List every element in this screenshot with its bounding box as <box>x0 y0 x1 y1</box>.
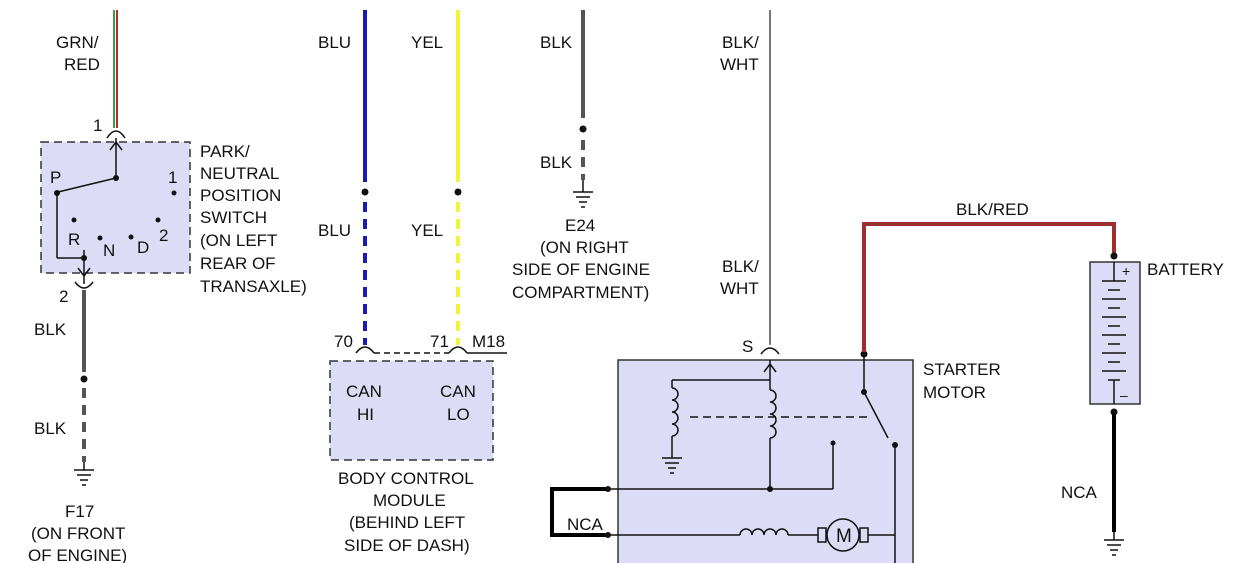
wire-nca-starter[interactable] <box>550 487 606 537</box>
battery-nca-label: NCA <box>1061 483 1098 502</box>
wire-label-yel-1: YEL <box>411 33 443 52</box>
pnp-switch-group: GRN/ RED 1 P 1 R N D 2 PARK/ NEUTRAL POS… <box>28 10 307 563</box>
bcm-pin-70: 70 <box>334 332 353 351</box>
starter-nca-label: NCA <box>567 515 604 534</box>
wire-label-yel-2: YEL <box>411 221 443 240</box>
wire-label-blu-2: BLU <box>318 221 351 240</box>
pnp-position-d: D <box>137 238 149 257</box>
bcm-group: BLU BLU YEL YEL 70 71 M18 CAN HI CAN LO … <box>318 10 507 555</box>
battery-label: BATTERY <box>1147 260 1224 279</box>
connector-pnp-bottom <box>74 281 94 289</box>
pnp-position-2: 2 <box>159 226 168 245</box>
battery-cells-icon <box>1102 262 1126 404</box>
pnp-position-1: 1 <box>168 168 177 187</box>
bcm-pin-71: 71 <box>430 332 449 351</box>
bcm-can-hi-1: CAN <box>346 382 382 401</box>
pnp-pin-2: 2 <box>59 287 68 306</box>
ground-e24-label-1: E24 <box>565 216 595 235</box>
ground-f17-label-1: F17 <box>65 502 94 521</box>
starter-pull-coil <box>769 389 777 439</box>
starter-group: BLK/ WHT BLK/ WHT S NCA <box>550 10 1001 563</box>
starter-label-1: STARTER <box>923 360 1001 379</box>
bcm-label-1: BODY CONTROL <box>338 469 474 488</box>
connector-bcm-70 <box>355 346 375 354</box>
starter-label-2: MOTOR <box>923 383 986 402</box>
pnp-position-r: R <box>68 230 80 249</box>
bcm-can-hi-2: HI <box>357 405 374 424</box>
battery-group: BLK/RED + – BATTERY NCA <box>860 200 1224 556</box>
battery-minus: – <box>1120 387 1128 403</box>
wire-label-blk-wht-1: BLK/ <box>722 33 759 52</box>
wire-label-blk-wht-3: BLK/ <box>722 257 759 276</box>
pnp-label-5: (ON LEFT <box>200 231 277 250</box>
ground-symbol-e24 <box>573 180 593 208</box>
wire-label-blk-wht-2: WHT <box>720 55 759 74</box>
battery-plus: + <box>1122 263 1130 279</box>
starter-pin-s: S <box>742 337 753 356</box>
starter-hold-coil <box>671 387 679 437</box>
wire-blk-red[interactable] <box>862 222 1116 352</box>
ground-e24-label-3: SIDE OF ENGINE <box>512 260 650 279</box>
pnp-label-2: NEUTRAL <box>200 164 279 183</box>
starter-field-coil <box>739 528 789 536</box>
pnp-pin-1: 1 <box>93 116 102 135</box>
ground-f17-label-3: OF ENGINE) <box>28 546 127 563</box>
starter-motor-symbol <box>826 518 860 552</box>
pnp-label-4: SWITCH <box>200 208 267 227</box>
connector-starter-s <box>760 347 780 355</box>
starter-motor-m: M <box>836 526 852 547</box>
bcm-can-lo-1: CAN <box>440 382 476 401</box>
wire-label-grn-red-1: GRN/ <box>56 33 99 52</box>
bcm-label-3: (BEHIND LEFT <box>349 513 465 532</box>
ground-e24-group: BLK BLK E24 (ON RIGHT SIDE OF ENGINE COM… <box>512 10 650 302</box>
ground-e24-label-4: COMPARTMENT) <box>512 283 649 302</box>
wire-label-blk-1: BLK <box>34 320 67 339</box>
connector-bcm-71 <box>448 346 468 354</box>
wire-label-blk-red: BLK/RED <box>956 200 1029 219</box>
pnp-label-7: TRANSAXLE) <box>200 277 307 296</box>
starter-contact-switch <box>863 391 889 439</box>
wire-label-blk-wht-4: WHT <box>720 279 759 298</box>
pnp-position-p: P <box>50 168 61 187</box>
pnp-label-3: POSITION <box>200 186 281 205</box>
ground-symbol-battery <box>1104 532 1124 556</box>
wire-label-grn-red-2: RED <box>64 55 100 74</box>
pnp-position-n: N <box>103 241 115 260</box>
battery-box <box>1089 261 1141 405</box>
ground-e24-label-2: (ON RIGHT <box>540 238 629 257</box>
bcm-connector-id: M18 <box>472 332 505 351</box>
bcm-can-lo-2: LO <box>447 405 470 424</box>
bcm-label-4: SIDE OF DASH) <box>344 536 470 555</box>
wire-label-blu-1: BLU <box>318 33 351 52</box>
pnp-label-1: PARK/ <box>200 142 250 161</box>
connector-pnp-top <box>106 130 126 139</box>
bcm-label-2: MODULE <box>373 491 446 510</box>
wire-label-blk-2: BLK <box>34 419 67 438</box>
pnp-label-6: REAR OF <box>200 254 276 273</box>
bcm-box <box>329 360 494 461</box>
ground-symbol-f17 <box>74 462 94 486</box>
wire-label-blk-e24-2: BLK <box>540 153 573 172</box>
ground-f17-label-2: (ON FRONT <box>31 524 125 543</box>
wire-label-blk-e24-1: BLK <box>540 33 573 52</box>
